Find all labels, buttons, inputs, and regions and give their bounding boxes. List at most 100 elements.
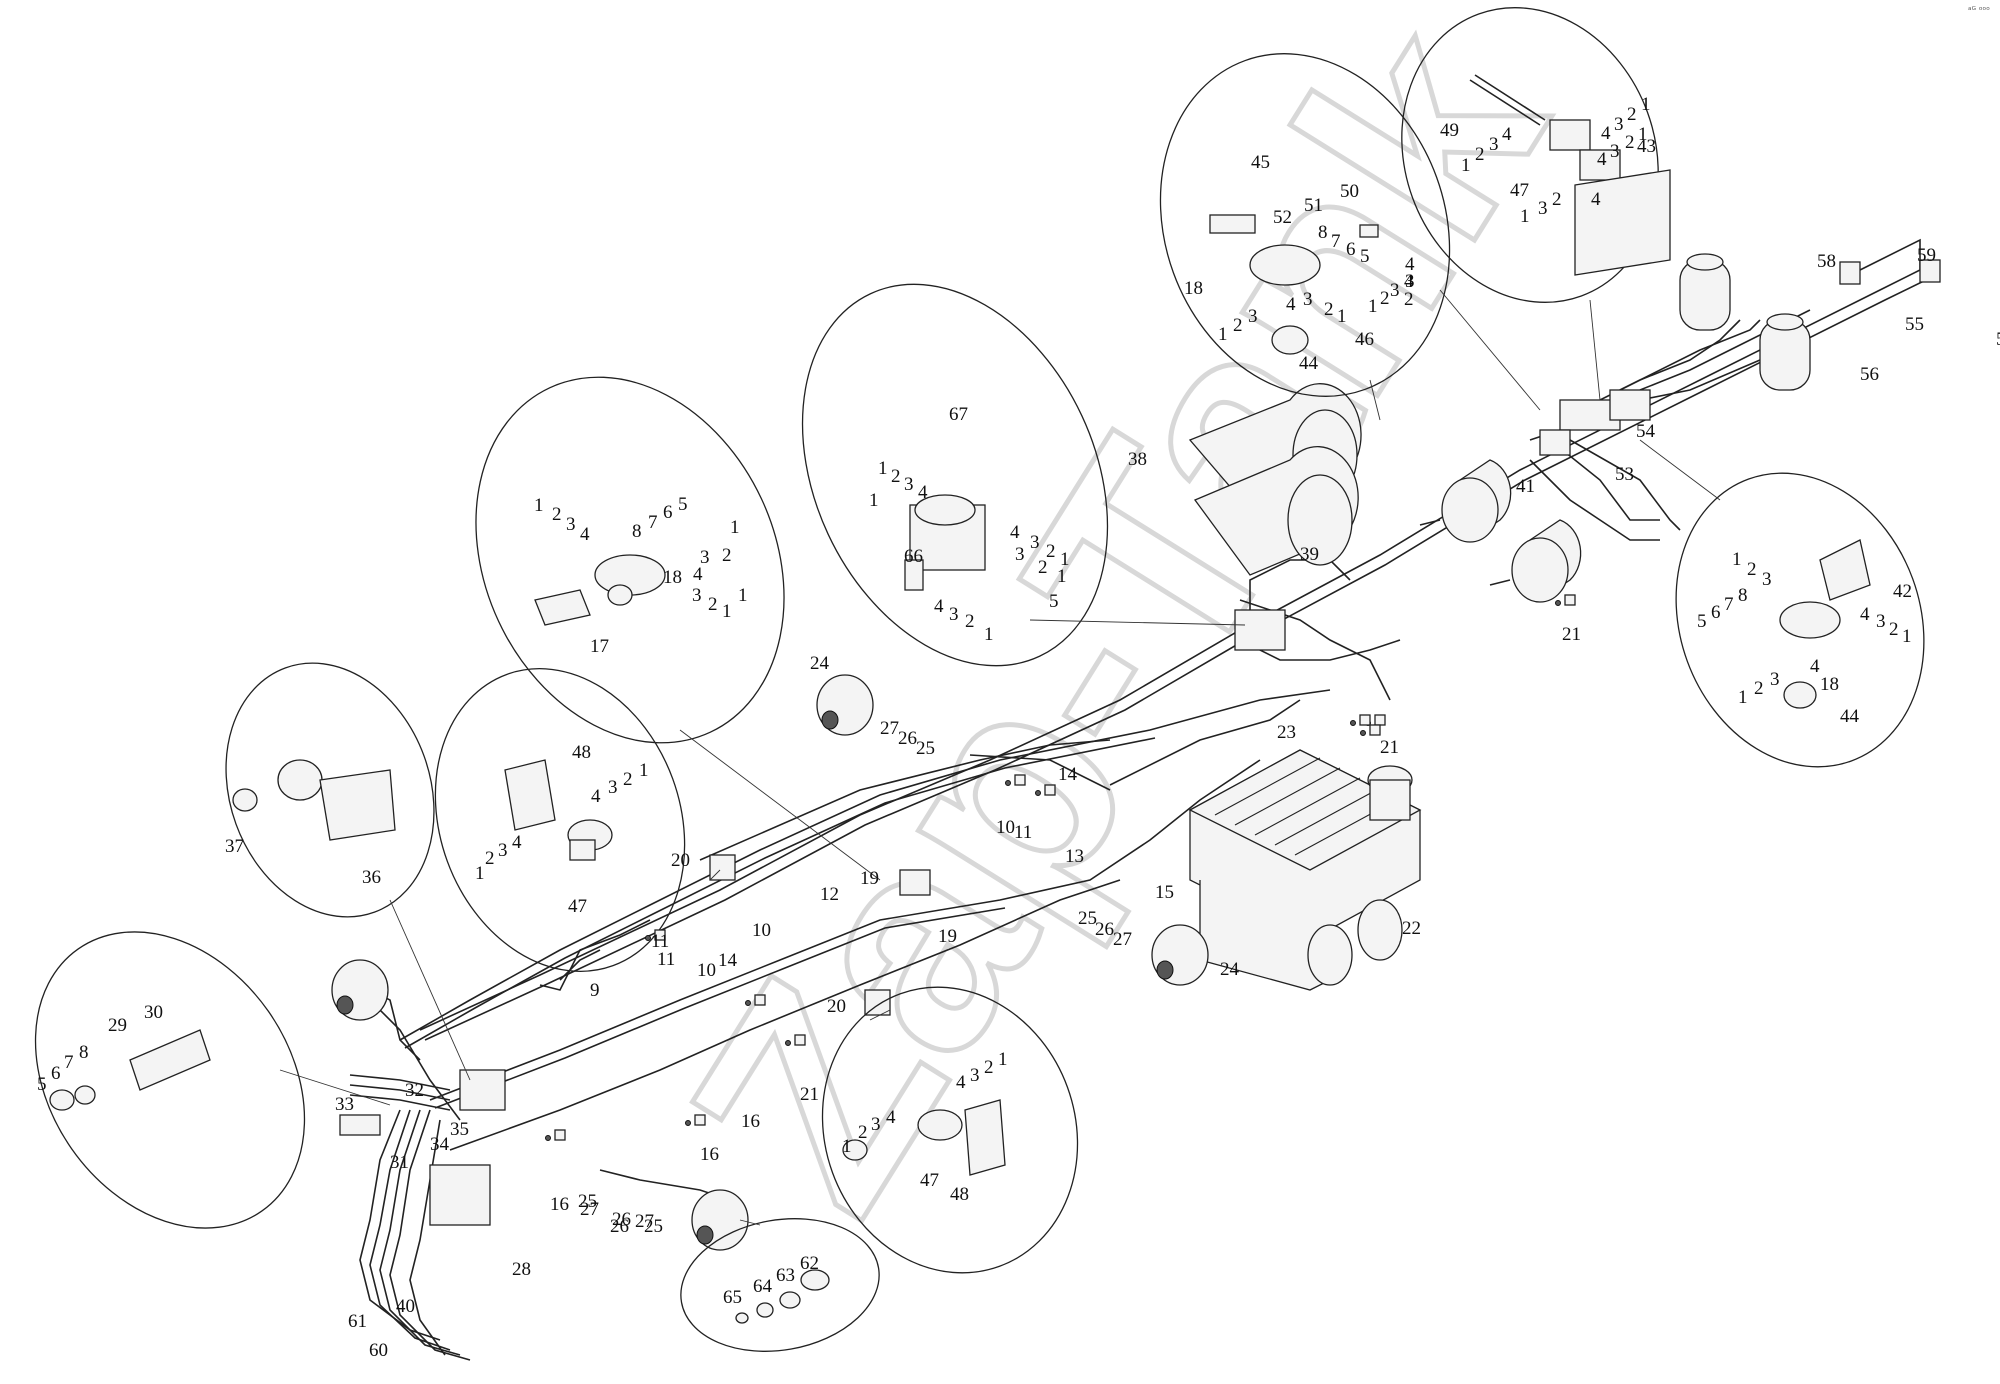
part-label-3: 3 — [608, 777, 618, 798]
fitting-icon — [842, 1139, 868, 1161]
brake-chamber-icon — [1151, 924, 1209, 986]
part-label-29: 29 — [108, 1015, 127, 1036]
part-label-3: 3 — [700, 547, 710, 568]
part-label-4: 4 — [934, 596, 944, 617]
part-label-59: 59 — [1917, 245, 1936, 266]
part-label-10: 10 — [752, 920, 771, 941]
part-label-38: 38 — [1128, 449, 1147, 470]
watermark-text: Zap-Tank — [626, 0, 1608, 1263]
part-label-4: 4 — [1597, 149, 1607, 170]
part-label-3: 3 — [1015, 544, 1025, 565]
part-label-3: 3 — [871, 1114, 881, 1135]
part-label-2: 2 — [1038, 557, 1048, 578]
valve-icon — [277, 759, 323, 801]
valve-icon — [1579, 149, 1621, 181]
part-label-1: 1 — [1902, 626, 1912, 647]
part-label-33: 33 — [335, 1094, 354, 1115]
part-label-30: 30 — [144, 1002, 163, 1023]
part-label-21: 21 — [1380, 737, 1399, 758]
part-label-36: 36 — [362, 867, 381, 888]
part-label-20: 20 — [671, 850, 690, 871]
part-label-7: 7 — [1724, 594, 1734, 615]
part-label-4: 4 — [591, 786, 601, 807]
part-label-16: 16 — [550, 1194, 569, 1215]
part-label-22: 22 — [1402, 918, 1421, 939]
part-label-1: 1 — [1368, 296, 1378, 317]
part-label-4: 4 — [1810, 656, 1820, 677]
clamp-icon — [1035, 784, 1056, 796]
part-label-16: 16 — [741, 1111, 760, 1132]
part-label-8: 8 — [1738, 585, 1748, 606]
part-label-1: 1 — [738, 585, 748, 606]
callout-top-right-1 — [1159, 53, 1451, 397]
part-label-3: 3 — [1489, 134, 1499, 155]
fitting-icon — [49, 1089, 75, 1111]
part-label-21: 21 — [800, 1084, 819, 1105]
part-label-21: 21 — [1562, 624, 1581, 645]
part-label-8: 8 — [1318, 222, 1328, 243]
part-label-27: 27 — [880, 718, 899, 739]
part-label-26: 26 — [1095, 919, 1114, 940]
callout-middle — [801, 283, 1109, 667]
part-label-2: 2 — [1552, 189, 1562, 210]
battery-box — [1188, 749, 1422, 991]
clamp-icon — [545, 1129, 566, 1141]
part-label-19: 19 — [860, 868, 879, 889]
part-label-4: 4 — [1405, 254, 1415, 275]
part-label-2: 2 — [1233, 315, 1243, 336]
part-label-67: 67 — [949, 404, 968, 425]
part-label-54: 54 — [1636, 421, 1656, 442]
part-label-2: 2 — [984, 1057, 994, 1078]
part-label-3: 3 — [1390, 280, 1400, 301]
clamp-icon — [785, 1034, 806, 1046]
part-label-3: 3 — [498, 840, 508, 861]
part-label-4: 4 — [1601, 123, 1611, 144]
part-label-13: 13 — [1065, 846, 1084, 867]
part-label-49: 49 — [1440, 120, 1459, 141]
part-label-6: 6 — [1346, 239, 1356, 260]
filter-icon — [1783, 681, 1817, 709]
part-label-40: 40 — [396, 1296, 415, 1317]
clamps — [545, 594, 1576, 1141]
part-label-47: 47 — [568, 896, 587, 917]
part-label-4: 4 — [1404, 271, 1414, 292]
part-label-64: 64 — [753, 1276, 773, 1297]
valve-icon — [899, 869, 931, 896]
part-label-2: 2 — [891, 466, 901, 487]
part-label-5: 5 — [37, 1074, 47, 1095]
part-label-18: 18 — [663, 567, 682, 588]
part-label-26: 26 — [898, 728, 917, 749]
part-label-55: 55 — [1905, 314, 1924, 335]
bracket-icon — [1819, 539, 1871, 601]
part-label-62: 62 — [800, 1253, 819, 1274]
part-label-7: 7 — [648, 512, 658, 533]
part-label-2: 2 — [1747, 559, 1757, 580]
part-label-35: 35 — [450, 1119, 469, 1140]
part-label-44: 44 — [1299, 353, 1319, 374]
part-label-56: 56 — [1860, 364, 1879, 385]
clamp-icon — [1360, 724, 1381, 736]
part-label-15: 15 — [1155, 882, 1174, 903]
part-label-46: 46 — [1355, 329, 1374, 350]
part-label-3: 3 — [566, 514, 576, 535]
part-label-6: 6 — [51, 1063, 61, 1084]
part-label-1: 1 — [475, 863, 485, 884]
brake-chamber-icon — [816, 674, 874, 736]
part-label-1: 1 — [1057, 566, 1067, 587]
part-label-1: 1 — [984, 624, 994, 645]
part-label-4: 4 — [1591, 189, 1601, 210]
part-label-1: 1 — [1638, 124, 1648, 145]
part-label-3: 3 — [1405, 271, 1415, 292]
part-label-18: 18 — [1820, 674, 1839, 695]
fitting-icon — [74, 1085, 96, 1105]
clamp-icon — [685, 1114, 706, 1126]
valve-icon — [1539, 429, 1571, 456]
spring-brake-chamber-icon — [1679, 253, 1731, 331]
spring-brake-chamber-icon — [1419, 459, 1512, 543]
clamp-icon — [745, 994, 766, 1006]
part-label-2: 2 — [965, 611, 975, 632]
fitting-icon — [779, 1291, 801, 1309]
part-label-4: 4 — [512, 832, 522, 853]
part-label-3: 3 — [692, 585, 702, 606]
part-label-16: 16 — [700, 1144, 719, 1165]
